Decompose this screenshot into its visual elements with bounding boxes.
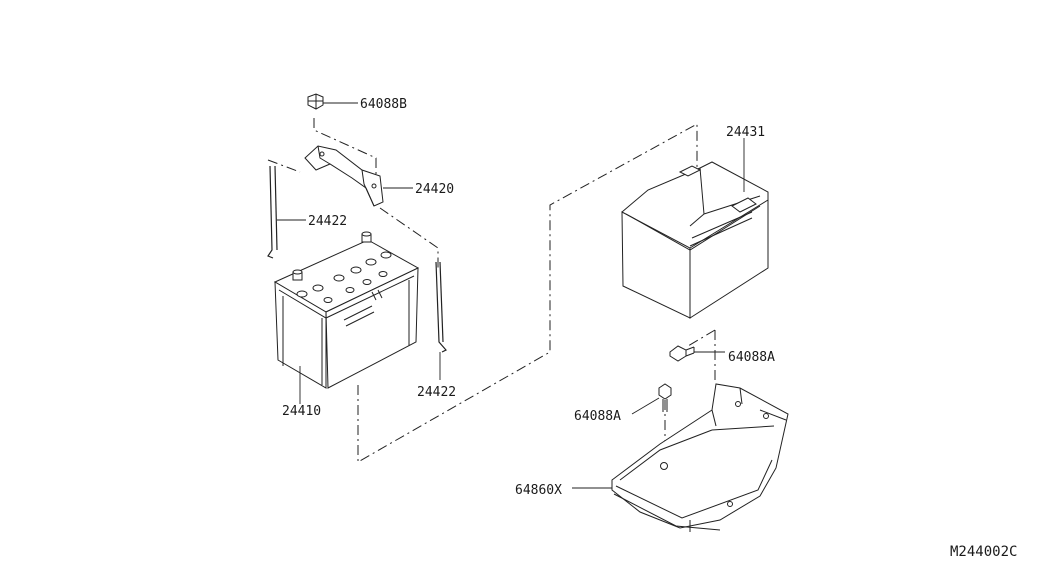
label-24431: 24431 <box>726 125 765 140</box>
hold-down-frame-24420 <box>304 145 413 207</box>
nut-64088B <box>307 93 358 110</box>
rod-right-24422 <box>435 261 447 380</box>
battery-tray-64860X <box>572 383 789 532</box>
label-24422-left: 24422 <box>308 214 347 229</box>
bolt-64088A-lower <box>631 383 672 415</box>
label-24422-right: 24422 <box>417 385 456 400</box>
label-64088B: 64088B <box>360 97 407 112</box>
battery-24410 <box>273 231 420 404</box>
battery-tray-cover-24431 <box>621 138 769 319</box>
assembly-guide-lines <box>267 118 716 463</box>
label-64860X: 64860X <box>515 483 562 498</box>
bolt-64088A-upper <box>669 345 725 362</box>
label-24420: 24420 <box>415 182 454 197</box>
label-64088A-lower: 64088A <box>574 409 621 424</box>
diagram-reference-code: M244002C <box>950 544 1017 560</box>
label-24410: 24410 <box>282 404 321 419</box>
label-64088A-upper: 64088A <box>728 350 775 365</box>
rod-left-24422 <box>267 165 306 259</box>
